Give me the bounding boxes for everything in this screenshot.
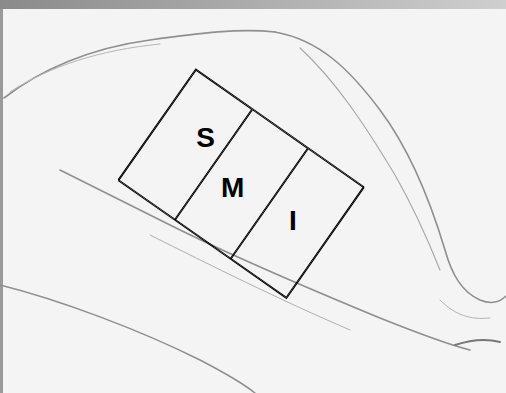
inner-contour bbox=[300, 48, 440, 270]
lower-contour-shade bbox=[150, 235, 350, 330]
lower-contour bbox=[60, 170, 470, 350]
region-label: I bbox=[289, 207, 297, 235]
right-lobe-contour bbox=[275, 32, 506, 303]
top-bar bbox=[0, 0, 506, 9]
outer-contour-shade bbox=[10, 44, 160, 92]
region-label: M bbox=[221, 174, 244, 202]
bottom-mark bbox=[455, 340, 500, 345]
bottom-contour bbox=[0, 285, 255, 393]
sample-grid: SM I bbox=[118, 68, 365, 298]
outer-contour bbox=[4, 31, 275, 98]
region-cell: I bbox=[230, 148, 364, 299]
left-edge bbox=[0, 9, 3, 393]
right-shade bbox=[440, 300, 490, 318]
region-label: S bbox=[196, 124, 215, 152]
